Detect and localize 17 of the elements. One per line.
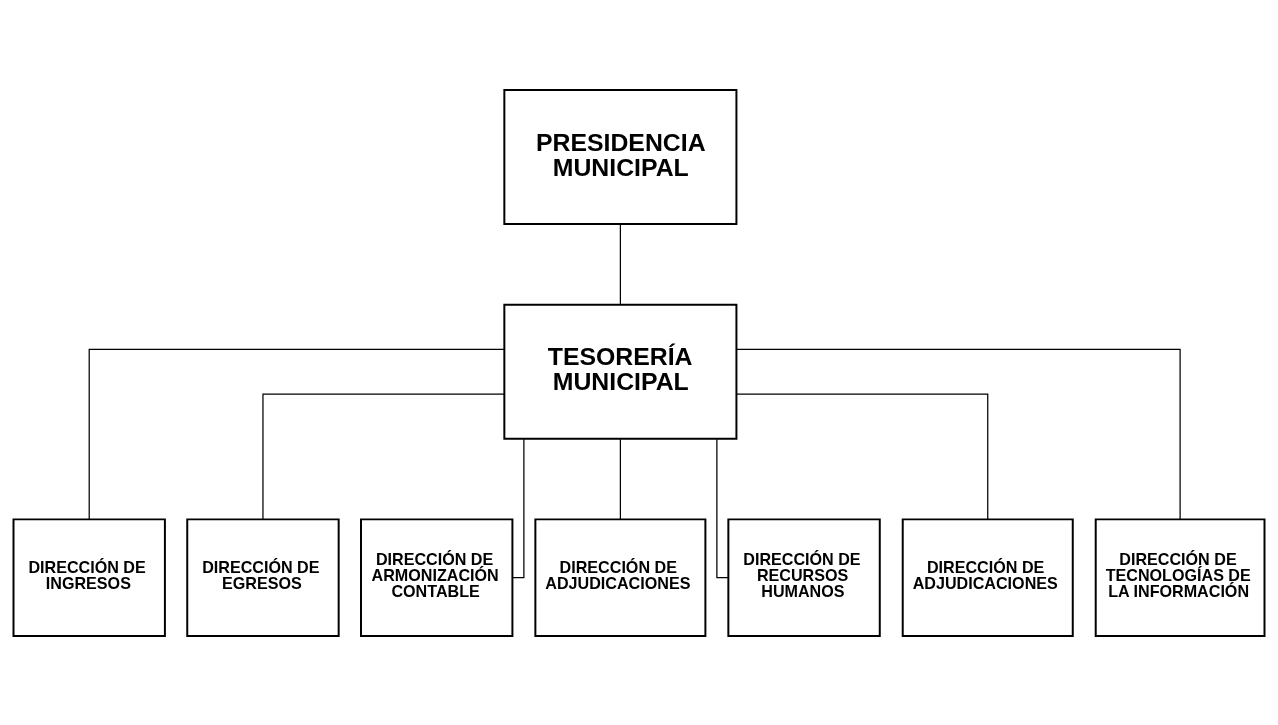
- node-box: DIRECCIÓN DE ADJUDICACIONES: [901, 517, 1074, 637]
- node-box: DIRECCIÓN DE RECURSOS HUMANOS: [727, 517, 881, 637]
- connector: [619, 223, 621, 305]
- connector: [619, 438, 621, 520]
- node-box: TESORERÍA MUNICIPAL: [503, 303, 738, 440]
- connector: [511, 438, 525, 578]
- node-box: DIRECCIÓN DE TECNOLOGÍAS DE LA INFORMACIÓN: [1094, 517, 1266, 637]
- connector: [716, 438, 729, 578]
- connector: [736, 392, 989, 520]
- connector: [736, 348, 1181, 519]
- node-box: DIRECCIÓN DE ARMONIZACIÓN CONTABLE: [360, 517, 514, 637]
- node-box: PRESIDENCIA MUNICIPAL: [503, 88, 738, 225]
- node-box: DIRECCIÓN DE INGRESOS: [12, 517, 166, 637]
- connector: [88, 348, 505, 519]
- node-box: DIRECCIÓN DE ADJUDICACIONES: [534, 517, 707, 637]
- node-box: DIRECCIÓN DE EGRESOS: [186, 517, 340, 637]
- connector: [262, 392, 505, 520]
